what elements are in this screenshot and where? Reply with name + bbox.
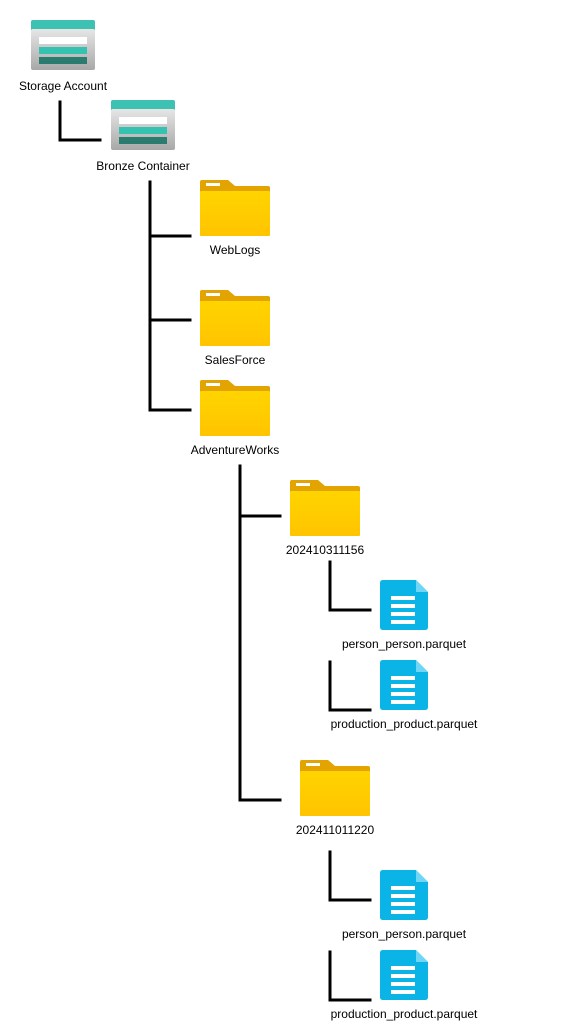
- folder-batch-2-icon[interactable]: [300, 760, 370, 816]
- connector-adventureworks-trunk: [238, 464, 282, 802]
- connector-batch-1-file-2: [328, 660, 372, 712]
- folder-batch-2-label: 202411011220: [295, 823, 375, 837]
- file-batch-1-product-icon[interactable]: [380, 660, 428, 710]
- connector-container-trunk: [148, 180, 192, 412]
- folder-salesforce-label: SalesForce: [204, 353, 266, 367]
- folder-weblogs-icon[interactable]: [200, 180, 270, 236]
- file-batch-1-person-icon[interactable]: [380, 580, 428, 630]
- file-batch-1-product-label: production_product.parquet: [330, 717, 478, 731]
- connector-batch-2-file-1: [328, 850, 372, 902]
- folder-batch-1-icon[interactable]: [290, 480, 360, 536]
- file-batch-1-person-label: person_person.parquet: [341, 637, 467, 651]
- file-batch-2-product-icon[interactable]: [380, 950, 428, 1000]
- storage-container-icon[interactable]: [111, 100, 175, 150]
- folder-adventureworks-icon[interactable]: [200, 380, 270, 436]
- folder-weblogs-label: WebLogs: [209, 243, 261, 257]
- connector-storage-to-container: [58, 100, 102, 142]
- storage-account-icon[interactable]: [31, 20, 95, 70]
- file-batch-2-person-icon[interactable]: [380, 870, 428, 920]
- connector-batch-2-file-2: [328, 950, 372, 1002]
- folder-adventureworks-label: AdventureWorks: [190, 443, 280, 457]
- storage-account-label: Storage Account: [18, 79, 108, 93]
- folder-salesforce-icon[interactable]: [200, 290, 270, 346]
- folder-batch-1-label: 202410311156: [285, 543, 365, 557]
- bronze-container-label: Bronze Container: [96, 159, 190, 173]
- file-batch-2-product-label: production_product.parquet: [330, 1007, 478, 1021]
- file-batch-2-person-label: person_person.parquet: [341, 927, 467, 941]
- connector-batch-1-file-1: [328, 560, 372, 612]
